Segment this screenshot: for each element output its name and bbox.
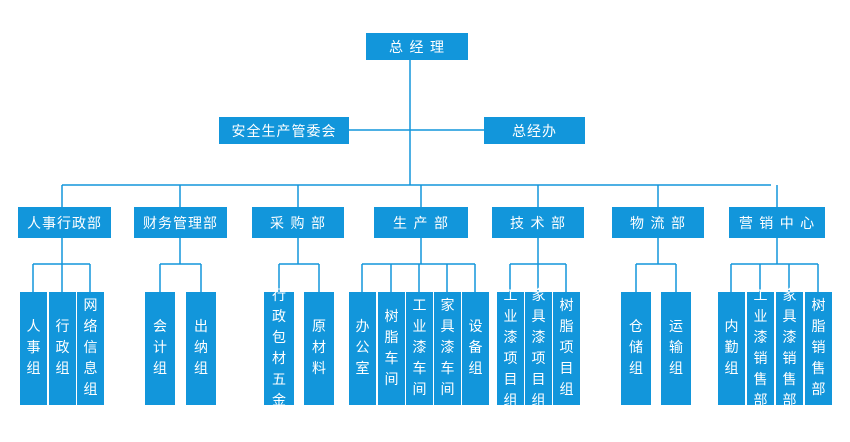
group-box: 设备组 [462, 292, 489, 405]
group-box: 树脂车间 [378, 292, 405, 405]
group-box: 原材料 [304, 292, 334, 405]
group-box: 会计组 [145, 292, 175, 405]
dept-marketing: 营 销 中 心 [729, 207, 825, 238]
group-box: 树脂项目组 [553, 292, 580, 405]
dept-purchasing: 采 购 部 [252, 207, 344, 238]
dept-hr-admin: 人事行政部 [18, 207, 111, 238]
group-box: 工业漆项目组 [497, 288, 524, 409]
group-box: 行政包材五金 [264, 288, 294, 409]
dept-logistics: 物 流 部 [612, 207, 704, 238]
group-box: 家具漆项目组 [525, 288, 552, 409]
group-box: 家具漆车间 [434, 292, 461, 405]
group-box: 工业漆销售部 [747, 288, 774, 409]
group-box: 仓储组 [621, 292, 651, 405]
group-box: 网络信息组 [77, 292, 104, 405]
general-office-box: 总经办 [484, 117, 585, 144]
dept-finance: 财务管理部 [134, 207, 227, 238]
group-box: 办公室 [349, 292, 376, 405]
group-box: 运输组 [661, 292, 691, 405]
dept-technical: 技 术 部 [492, 207, 584, 238]
group-box: 家具漆销售部 [776, 288, 803, 409]
group-box: 工业漆车间 [406, 292, 433, 405]
group-box: 行政组 [49, 292, 76, 405]
general-manager-box: 总 经 理 [366, 33, 468, 60]
group-box: 人事组 [20, 292, 47, 405]
dept-production: 生 产 部 [374, 207, 468, 238]
safety-committee-box: 安全生产管委会 [219, 117, 349, 144]
group-box: 出纳组 [186, 292, 216, 405]
group-box: 树脂销售部 [805, 292, 832, 405]
group-box: 内勤组 [718, 292, 745, 405]
